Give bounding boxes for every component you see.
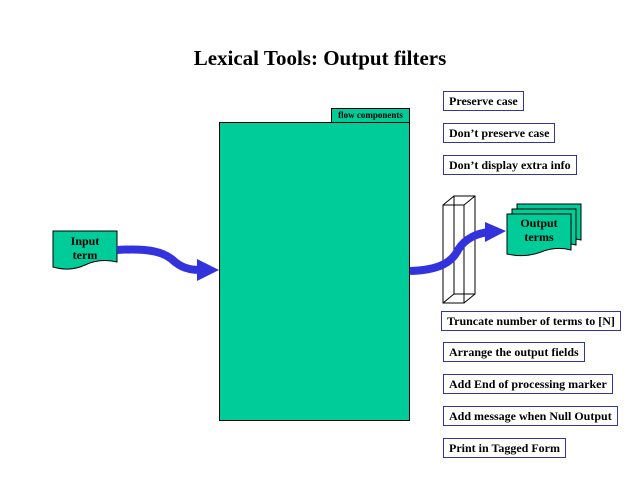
option-dont-preserve-case[interactable]: Don’t preserve case [443, 123, 556, 143]
input-document-shape [52, 230, 118, 270]
output-terms-label: Output terms [507, 216, 571, 244]
option-null-output-message[interactable]: Add message when Null Output [443, 406, 618, 426]
output-arrow [409, 228, 491, 275]
option-print-tagged-form[interactable]: Print in Tagged Form [443, 438, 567, 458]
diagram-title: Lexical Tools: Output filters [193, 46, 447, 70]
option-arrange-output-fields[interactable]: Arrange the output fields [443, 342, 585, 362]
output-terms-line1: Output [520, 216, 558, 230]
output-terms-line2: terms [524, 230, 554, 244]
input-term-label: Input term [53, 234, 117, 262]
input-term-line2: term [72, 248, 98, 262]
option-truncate-terms[interactable]: Truncate number of terms to [N] [441, 311, 621, 331]
option-add-end-marker[interactable]: Add End of processing marker [443, 374, 613, 394]
output-documents-shape [506, 203, 582, 257]
input-arrow-head [197, 259, 219, 281]
option-preserve-case[interactable]: Preserve case [443, 91, 524, 111]
flow-components-label: flow components [331, 108, 410, 123]
option-dont-display-extra-info[interactable]: Don’t display extra info [443, 155, 577, 175]
flow-components-box [219, 122, 410, 421]
filter-prism-icon [442, 195, 476, 304]
output-arrow-head [485, 222, 506, 242]
input-term-line1: Input [70, 234, 100, 248]
input-arrow [116, 245, 203, 274]
